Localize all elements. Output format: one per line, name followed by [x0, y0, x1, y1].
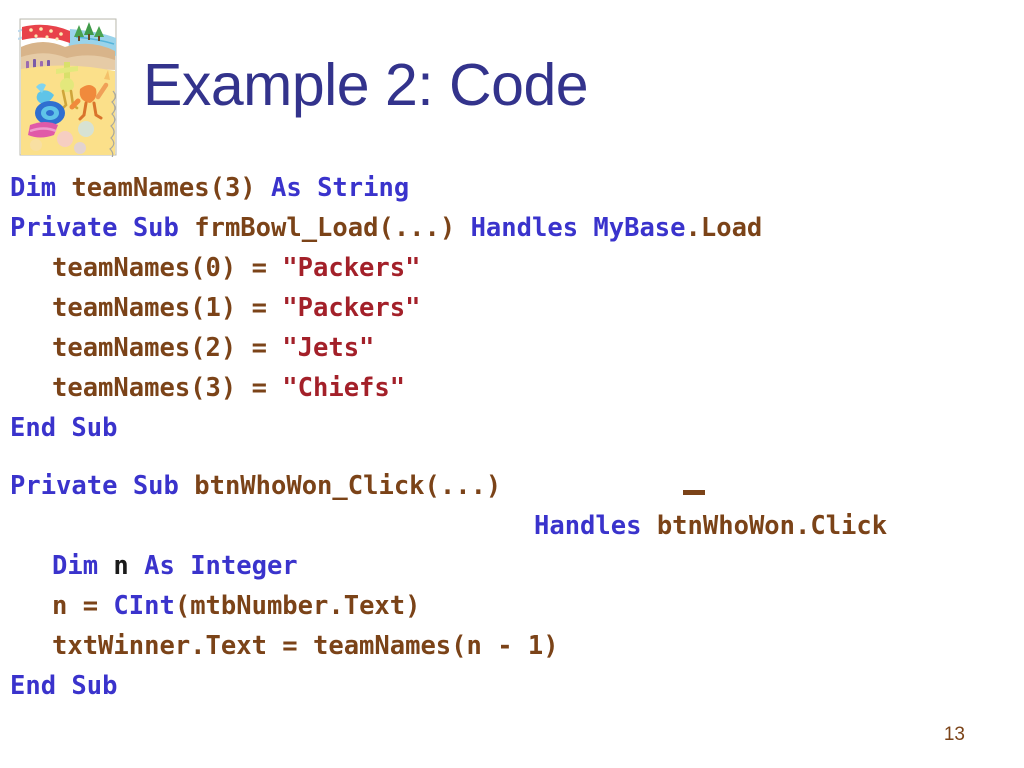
- code-token-str: "Chiefs": [282, 373, 406, 403]
- code-line: Dim n As Integer: [0, 546, 1024, 586]
- code-token-kw: CInt: [113, 591, 175, 621]
- code-token-str: "Packers": [282, 253, 421, 283]
- code-token-kw: Dim: [10, 173, 72, 203]
- code-token-id: teamNames(3): [71, 173, 272, 203]
- code-token-kw: End Sub: [10, 671, 118, 701]
- code-token-id: .Load: [685, 213, 763, 243]
- code-token-blk: n: [113, 551, 129, 581]
- code-token-kw: As Integer: [128, 551, 298, 581]
- code-token-str: "Jets": [282, 333, 375, 363]
- slide-number: 13: [943, 724, 965, 745]
- code-line: txtWinner.Text = teamNames(n - 1): [0, 626, 1024, 666]
- code-line: teamNames(2) = "Jets": [0, 328, 1024, 368]
- code-token-id: teamNames(0) =: [52, 253, 283, 283]
- line-continuation-underscore: [683, 490, 705, 495]
- code-line: Private Sub btnWhoWon_Click(...): [0, 466, 1024, 506]
- code-token-id: teamNames(1) =: [52, 293, 283, 323]
- code-token-id: teamNames(2) =: [52, 333, 283, 363]
- slide-header: Example 2: Code: [0, 0, 1024, 165]
- code-token-kw: Private Sub: [10, 471, 195, 501]
- code-token-id: n =: [52, 591, 114, 621]
- code-line: teamNames(3) = "Chiefs": [0, 368, 1024, 408]
- code-token-id: txtWinner.Text = teamNames(n - 1): [52, 631, 559, 661]
- code-line: End Sub: [0, 666, 1024, 706]
- code-token-id: teamNames(3) =: [52, 373, 283, 403]
- code-line: Dim teamNames(3) As String: [0, 168, 1024, 208]
- code-token-kw: Private Sub: [10, 213, 195, 243]
- code-token-kw: Handles MyBase: [470, 213, 686, 243]
- code-token-id: (mtbNumber.Text): [174, 591, 421, 621]
- code-token-kw: End Sub: [10, 413, 118, 443]
- code-token-kw: Dim: [52, 551, 114, 581]
- code-token-kw: Handles: [534, 511, 657, 541]
- code-line: teamNames(1) = "Packers": [0, 288, 1024, 328]
- code-token-str: "Packers": [282, 293, 421, 323]
- beach-scene-clipart: [18, 17, 118, 157]
- code-token-id: btnWhoWon_Click(...): [194, 471, 517, 501]
- code-line: Handles btnWhoWon.Click: [0, 506, 1024, 546]
- code-line: Private Sub frmBowl_Load(...) Handles My…: [0, 208, 1024, 248]
- code-token-id: btnWhoWon.Click: [656, 511, 888, 541]
- code-token-id: frmBowl_Load(...): [194, 213, 471, 243]
- code-line: teamNames(0) = "Packers": [0, 248, 1024, 288]
- code-token-kw: As String: [271, 173, 410, 203]
- code-line: n = CInt(mtbNumber.Text): [0, 586, 1024, 626]
- code-line: End Sub: [0, 408, 1024, 448]
- page-title: Example 2: Code: [143, 52, 589, 118]
- code-line: [0, 448, 1024, 466]
